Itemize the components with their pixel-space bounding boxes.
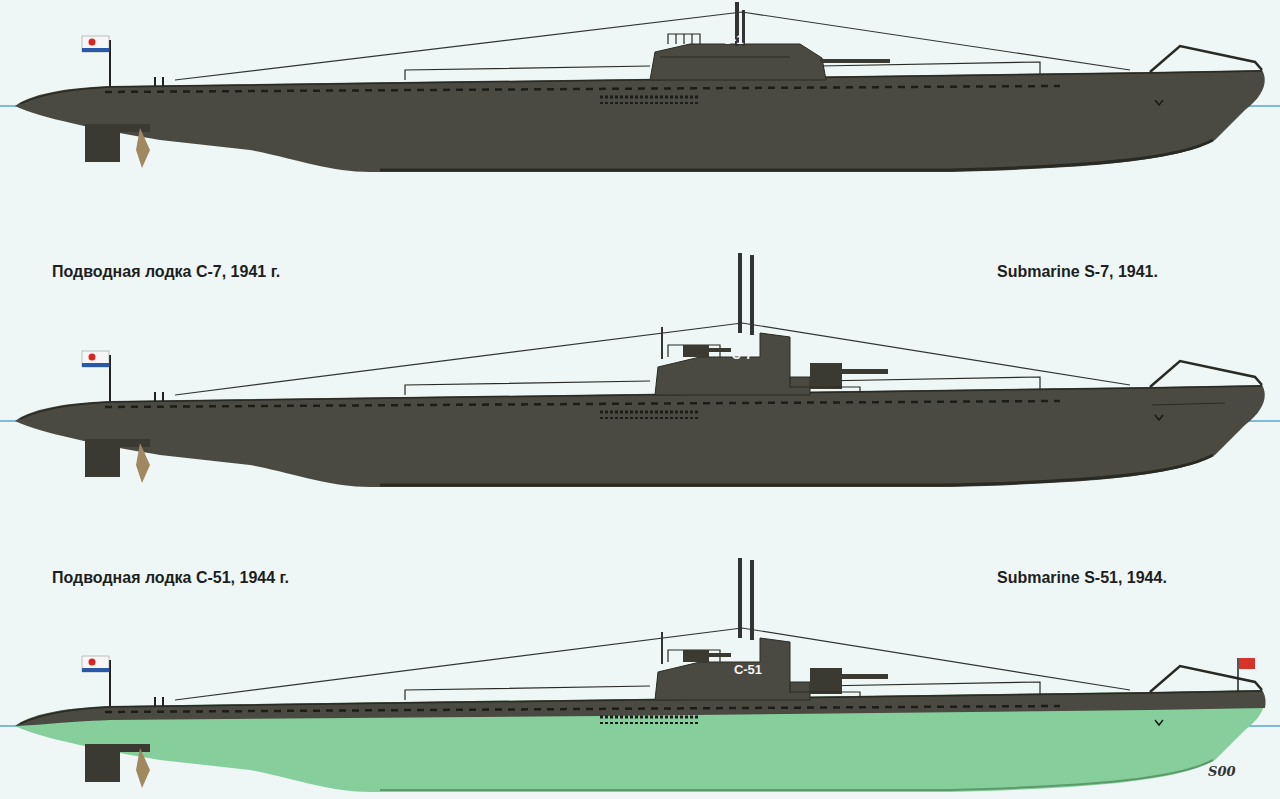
caption-en: Submarine S-51, 1944. (997, 568, 1167, 587)
caption-ru: Подводная лодка С-7, 1941 г. (52, 262, 280, 281)
hull-number: С-1 (723, 32, 744, 48)
caption-ru: Подводная лодка С-51, 1944 г. (52, 568, 289, 587)
submarine-s1 (15, 2, 1265, 172)
caption-en: Submarine S-7, 1941. (997, 262, 1158, 281)
submarine-s7 (15, 253, 1265, 487)
submarine-s51 (15, 558, 1266, 792)
artist-signature: S00 (1208, 764, 1235, 780)
hull-number: С-51 (734, 662, 762, 678)
hull-number: С-7 (732, 347, 753, 363)
